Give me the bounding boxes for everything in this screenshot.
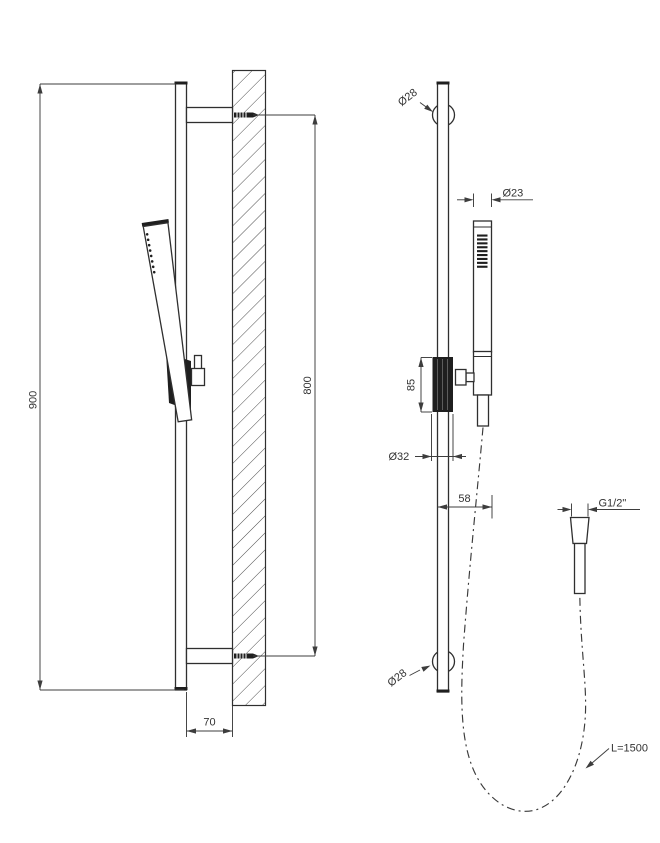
dim-fixing-height-label: 800 [302,376,314,394]
spray-face-stripes [477,234,488,268]
front-view: Ø28 [385,81,648,812]
dim-holder-offset-label: 58 [458,493,470,505]
holder-knob-stem-side [193,354,203,371]
side-view: 900 800 70 [28,69,318,737]
slider [432,357,453,412]
dim-holder-offset: 58 [437,493,493,519]
shower-hose [461,427,587,812]
rail-front-bottom-cap [436,689,450,693]
holder-knob-stem-front [465,372,475,383]
connector-pipe [573,542,586,595]
dim-top-bracket-diameter: Ø28 [396,87,433,112]
dim-thread-label: G1/2" [599,498,627,510]
hand-shower-head-cap [141,219,169,227]
hand-shower-side [141,219,193,423]
dim-slider-diameter: Ø32 [389,414,466,463]
wall-section [231,69,267,707]
dim-hose-length-label: L=1500 [611,743,648,755]
rail-top-cap [174,81,188,85]
top-bracket-side [185,106,234,124]
dim-wall-offset: 70 [186,692,233,737]
dim-handshower-diameter-label: Ø23 [503,188,524,200]
holder-knob-side [190,367,206,387]
dim-overall-height-label: 900 [28,391,40,409]
hand-shower-body-front [472,220,493,353]
dim-bottom-bracket-diameter-label: Ø28 [385,667,409,689]
dim-top-bracket-diameter-label: Ø28 [396,87,420,109]
dim-slider-height-label: 85 [406,379,418,391]
dim-bottom-bracket-diameter: Ø28 [385,665,431,689]
hand-shower-handle-front [476,394,490,427]
hand-shower-front [454,220,493,427]
holder-knob-front [454,368,467,386]
rail-front-top-cap [436,81,450,85]
dim-slider-diameter-label: Ø32 [389,451,410,463]
hose-connector: G1/2" [557,498,640,595]
dim-handshower-diameter: Ø23 [457,188,533,207]
dim-overall-height: 900 [28,83,184,691]
holder-front [472,350,493,396]
dim-wall-offset-label: 70 [203,717,215,729]
bottom-bracket-side [185,647,234,665]
dim-slider-height: 85 [406,357,432,413]
rail-bottom-cap [174,687,188,690]
connector-nut [569,516,590,545]
dim-fixing-height: 800 [253,114,318,657]
dim-hose-length: L=1500 [585,743,648,769]
